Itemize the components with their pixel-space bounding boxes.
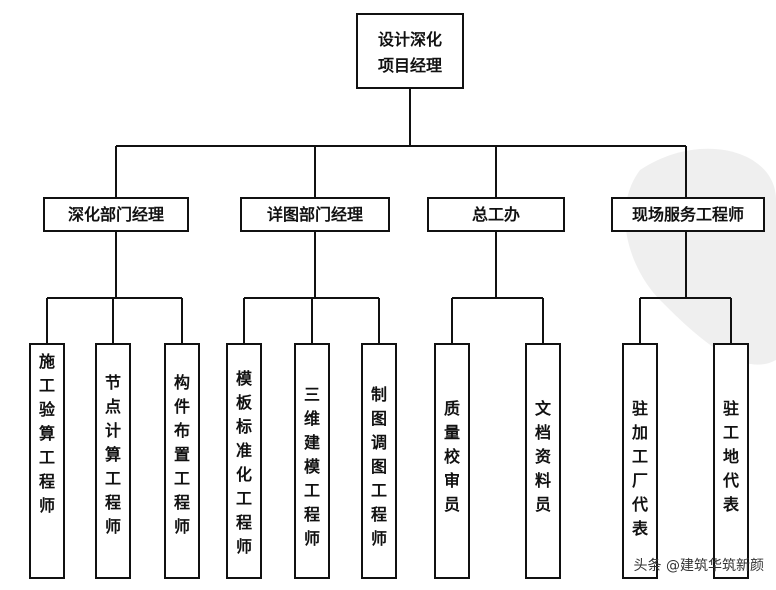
role-box [95, 343, 131, 579]
role-box [434, 343, 470, 579]
role-label-3d-modeling-engineer: 三维建模工程师 [304, 385, 321, 548]
department-box-site-service [611, 197, 765, 232]
role-box [713, 343, 749, 579]
role-box [226, 343, 262, 579]
department-box-detailing [240, 197, 390, 232]
department-label-deepening: 深化部门经理 [68, 205, 164, 224]
department-box-chief-office [427, 197, 565, 232]
role-label-factory-representative: 驻加工厂代表 [631, 399, 649, 538]
child-connectors [46, 231, 732, 344]
role-box [29, 343, 65, 579]
role-label-component-layout-engineer: 构件布置工程师 [174, 373, 190, 536]
role-label-document-clerk: 文档资料员 [535, 399, 552, 514]
department-label-site-service: 现场服务工程师 [632, 205, 744, 224]
watermark-shape [625, 148, 776, 365]
watermark-credit: 头条 @建筑华筑新颜 [634, 557, 764, 574]
root-label-line-1: 设计深化 [378, 30, 442, 49]
department-label-detailing: 详图部门经理 [267, 205, 363, 224]
role-label-site-representative: 驻工地代表 [722, 399, 740, 514]
role-box [622, 343, 658, 579]
role-box [361, 343, 397, 579]
role-label-construction-check-engineer: 施工验算工程师 [39, 352, 56, 515]
role-label-node-calculation-engineer: 节点计算工程师 [105, 373, 121, 536]
role-label-template-standardization-engineer: 模板标准化工程师 [235, 369, 253, 556]
root-label-line-2: 项目经理 [378, 56, 442, 75]
root-connectors [115, 88, 687, 198]
role-box [525, 343, 561, 579]
root-box [356, 13, 464, 89]
role-box [294, 343, 330, 579]
role-label-drafting-engineer: 制图调图工程师 [371, 385, 387, 548]
role-label-quality-reviewer: 质量校审员 [444, 399, 461, 514]
role-box [164, 343, 200, 579]
department-label-chief-office: 总工办 [472, 205, 520, 224]
